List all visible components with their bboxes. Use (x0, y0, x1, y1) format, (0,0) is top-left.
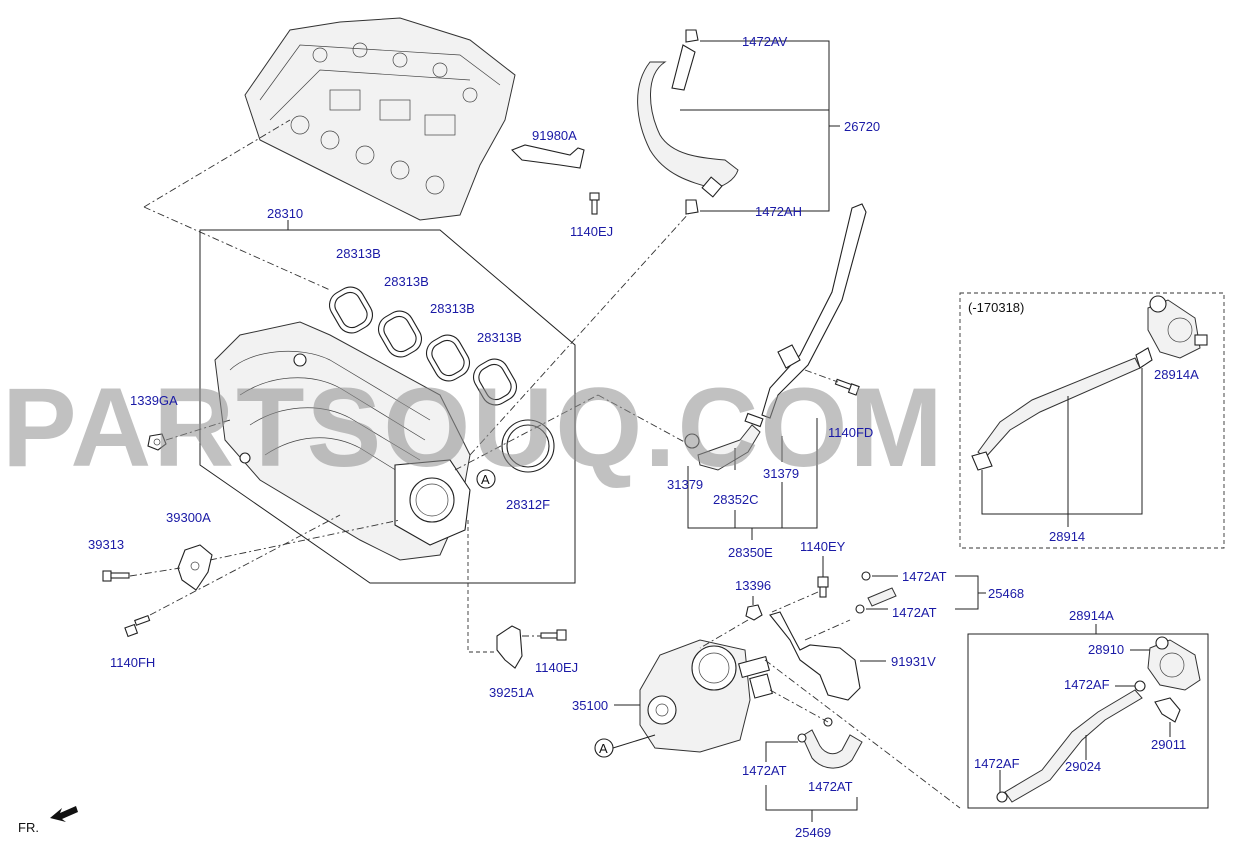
hose-25468 (855, 571, 897, 614)
nut-13396 (745, 604, 763, 621)
throttle-body-35100 (639, 639, 773, 753)
callout-a-lower-text: A (599, 741, 608, 756)
bracket-91931v (769, 611, 861, 701)
bolt-1140ej-mid (540, 629, 567, 641)
gasket-28313b-set (328, 286, 518, 406)
label-28313b-4[interactable]: 28313B (477, 330, 522, 345)
label-28910[interactable]: 28910 (1088, 642, 1124, 657)
label-1140fh[interactable]: 1140FH (110, 655, 155, 670)
label-1472at-b[interactable]: 1472AT (892, 605, 937, 620)
label-28914[interactable]: 28914 (1049, 529, 1085, 544)
label-26720[interactable]: 26720 (844, 119, 880, 134)
variant-note: (-170318) (968, 300, 1024, 315)
front-label: FR. (18, 820, 39, 835)
intake-manifold-drawing (214, 321, 471, 561)
label-28313b-3[interactable]: 28313B (430, 301, 475, 316)
label-1472at-c[interactable]: 1472AT (742, 763, 787, 778)
box-28914a (967, 633, 1209, 809)
label-28313b-2[interactable]: 28313B (384, 274, 429, 289)
hose-28914 (971, 347, 1153, 471)
label-29024[interactable]: 29024 (1065, 759, 1101, 774)
label-1472af-a[interactable]: 1472AF (1064, 677, 1110, 692)
hose-25469 (797, 717, 863, 769)
bracket-91980a (511, 144, 585, 169)
bracket-39251a (496, 625, 523, 669)
bolt-1140fh (124, 615, 151, 638)
label-1472af-b[interactable]: 1472AF (974, 756, 1020, 771)
nut-1339ga (147, 433, 167, 451)
label-39300a[interactable]: 39300A (166, 510, 211, 525)
label-1140ey[interactable]: 1140EY (800, 539, 846, 554)
label-1472at-d[interactable]: 1472AT (808, 779, 853, 794)
pcv-pipe-28352c (684, 203, 867, 471)
label-91931v[interactable]: 91931V (891, 654, 936, 669)
breather-hose-26720 (637, 29, 739, 215)
label-1140ej-top[interactable]: 1140EJ (570, 224, 613, 239)
hose-29024 (996, 680, 1146, 803)
bolt-39313 (102, 570, 130, 582)
label-39251a[interactable]: 39251A (489, 685, 534, 700)
watermark: PARTSOUQ.COM (2, 365, 945, 490)
label-91980a[interactable]: 91980A (532, 128, 577, 143)
label-1472ah[interactable]: 1472AH (755, 204, 802, 219)
label-28313b-1[interactable]: 28313B (336, 246, 381, 261)
gasket-28312f (501, 419, 555, 473)
label-28350e[interactable]: 28350E (728, 545, 773, 560)
label-28914a-box[interactable]: 28914A (1069, 608, 1114, 623)
label-1140ej-mid[interactable]: 1140EJ (535, 660, 578, 675)
label-31379-left[interactable]: 31379 (667, 477, 703, 492)
label-1339ga[interactable]: 1339GA (130, 393, 178, 408)
label-31379-right[interactable]: 31379 (763, 466, 799, 481)
front-arrow-icon (50, 806, 78, 822)
label-29011[interactable]: 29011 (1151, 737, 1186, 752)
bolt-1140ey (817, 576, 829, 598)
label-1472at-a[interactable]: 1472AT (902, 569, 947, 584)
purge-valve-28914a-top (1147, 295, 1208, 359)
label-39313[interactable]: 39313 (88, 537, 124, 552)
bolt-1140ej-top (589, 192, 600, 215)
label-25468[interactable]: 25468 (988, 586, 1024, 601)
label-1140fd[interactable]: 1140FD (828, 425, 873, 440)
label-28310[interactable]: 28310 (267, 206, 303, 221)
label-28914a-top[interactable]: 28914A (1154, 367, 1199, 382)
variant-box (959, 292, 1225, 549)
label-35100[interactable]: 35100 (572, 698, 608, 713)
label-28312f[interactable]: 28312F (506, 497, 550, 512)
callout-a-upper-text: A (481, 472, 490, 487)
label-28352c[interactable]: 28352C (713, 492, 759, 507)
sensor-39300a (177, 544, 213, 591)
label-1472av[interactable]: 1472AV (742, 34, 788, 49)
cylinder-head-drawing (244, 17, 516, 221)
label-25469[interactable]: 25469 (795, 825, 831, 840)
label-13396[interactable]: 13396 (735, 578, 771, 593)
callout-a-upper (476, 469, 496, 489)
purge-valve-28910 (1147, 636, 1201, 691)
clip-29011 (1154, 697, 1181, 723)
